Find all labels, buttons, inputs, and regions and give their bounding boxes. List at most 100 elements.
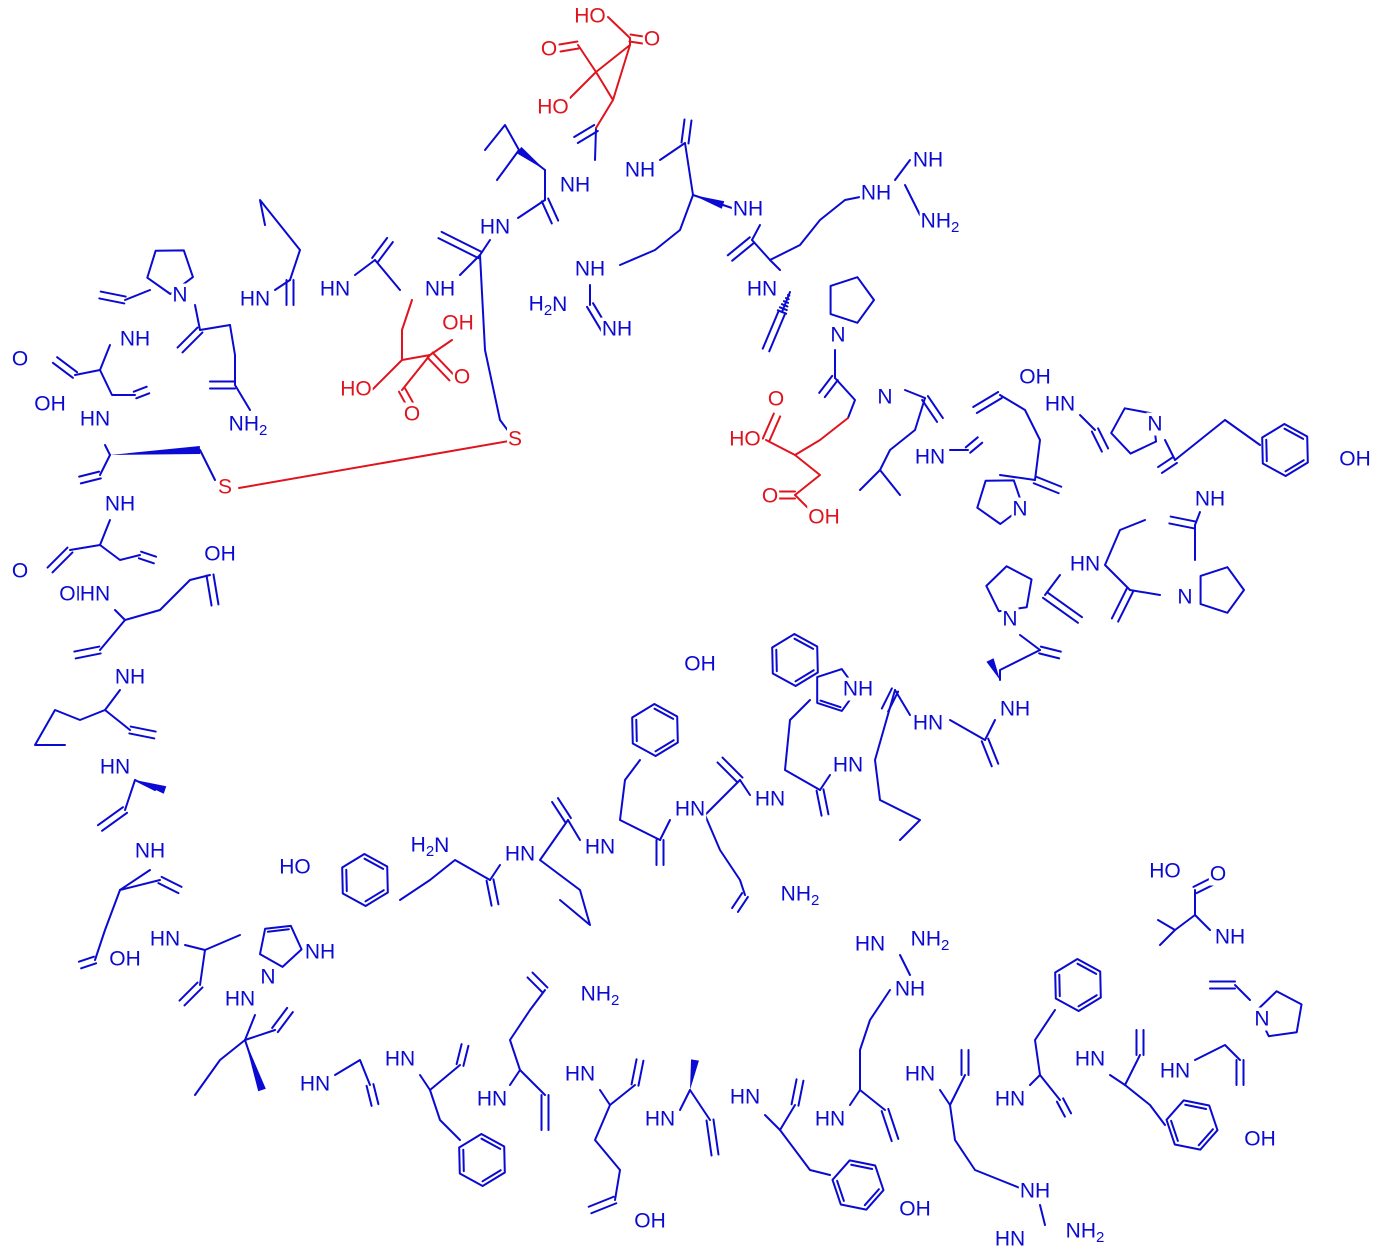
bond xyxy=(999,474,1036,481)
bond xyxy=(659,819,671,841)
bond xyxy=(1046,591,1084,619)
stereo-hash-bond xyxy=(782,300,790,304)
bond xyxy=(199,449,216,481)
bond xyxy=(629,33,645,38)
l25-side-chain xyxy=(259,199,301,281)
stereo-hash-bond xyxy=(778,306,788,312)
label-knockout xyxy=(876,385,894,409)
bond xyxy=(712,1118,720,1156)
label-knockout xyxy=(1193,487,1227,511)
label-knockout xyxy=(909,927,951,954)
sulfur-atom: S xyxy=(508,428,522,451)
bond xyxy=(761,309,780,350)
carbonyl-oxygen: O xyxy=(454,366,470,389)
label-knockout xyxy=(78,582,112,606)
label-knockout xyxy=(223,987,257,1011)
bond xyxy=(517,199,546,219)
bond xyxy=(765,439,796,456)
bond xyxy=(276,1011,294,1034)
bond xyxy=(99,454,111,476)
label-knockout xyxy=(409,833,451,860)
hydroxyl: HO xyxy=(574,5,606,28)
hydroxyl: HO xyxy=(537,96,569,119)
bond xyxy=(354,259,376,276)
guanidine-imine: HN xyxy=(995,1228,1025,1251)
aromatic-double-bond xyxy=(481,1169,502,1183)
bond xyxy=(1157,919,1176,931)
label-knockout xyxy=(536,95,570,119)
bond xyxy=(440,230,483,253)
aromatic-double-bond xyxy=(1283,427,1305,440)
label-knockout xyxy=(78,407,112,431)
bond xyxy=(178,981,199,1002)
label-knockout xyxy=(558,173,592,197)
bond xyxy=(904,184,921,216)
bond xyxy=(78,470,101,478)
amide-nh: HN xyxy=(585,836,615,859)
label-knockout xyxy=(573,4,607,28)
proline-n: N xyxy=(1012,498,1027,521)
aromatic-double-bond xyxy=(266,928,290,933)
bond xyxy=(1039,1204,1046,1226)
bond xyxy=(1168,522,1196,530)
e31-side-chain xyxy=(114,574,211,621)
bond xyxy=(489,864,501,881)
bond xyxy=(558,40,579,46)
l16-side-chain xyxy=(859,397,926,491)
gla24-side-chain xyxy=(401,299,431,391)
hydroxyl: OH xyxy=(34,393,66,416)
bond xyxy=(134,779,156,791)
aromatic-double-bond xyxy=(654,739,675,753)
amide-nh: N xyxy=(877,386,892,409)
hydroxyl: OH xyxy=(1244,1128,1276,1151)
atom-labels: HOOOHOOHOHOOOHOOOHSSHNNHNHNHNHH2NNHNHNHN… xyxy=(10,4,1372,1251)
label-knockout xyxy=(745,277,779,301)
amide-nh: HN xyxy=(300,1073,330,1096)
label-knockout xyxy=(841,677,875,701)
carbonyl-oxygen: O xyxy=(1210,863,1226,886)
label-knockout xyxy=(1068,552,1102,576)
bond xyxy=(1090,430,1103,453)
label-knockout xyxy=(643,1107,677,1131)
p15-ring xyxy=(976,479,1024,525)
label-knockout xyxy=(1158,1059,1192,1083)
label-knockout xyxy=(766,387,786,411)
amide-nh: HN xyxy=(240,288,270,311)
amide-nh: HN xyxy=(1045,393,1075,416)
guanidine-nh: NH xyxy=(895,978,925,1001)
label-knockout xyxy=(903,1062,937,1086)
stereo-wedge-bond xyxy=(135,780,167,794)
indole-nh: NH xyxy=(843,678,873,701)
bond xyxy=(46,546,69,569)
bond xyxy=(1032,482,1060,495)
bond xyxy=(365,1084,373,1107)
gla17-side-chain xyxy=(794,417,849,496)
modified-residue-bonds xyxy=(238,16,849,519)
bond xyxy=(74,652,102,660)
y12-side-chain xyxy=(1174,419,1226,461)
c23-side-chain xyxy=(479,254,516,441)
y3-side-chain xyxy=(619,759,661,841)
label-knockout xyxy=(673,797,707,821)
bond xyxy=(137,557,155,565)
bond xyxy=(426,356,451,382)
bond xyxy=(587,1195,615,1208)
w5-side-chain xyxy=(784,699,821,791)
label-knockout xyxy=(441,311,475,335)
bond xyxy=(99,369,136,396)
bond xyxy=(160,875,183,888)
bond xyxy=(949,1074,966,1106)
aromatic-double-bond xyxy=(1284,459,1305,473)
amide-nh: HN xyxy=(915,446,945,469)
amide-nh: HN xyxy=(1070,553,1100,576)
bond xyxy=(199,949,206,986)
amide-nh: NH xyxy=(120,328,150,351)
label-knockout xyxy=(203,542,237,566)
guanidine-nh: NH xyxy=(575,258,605,281)
aromatic-double-bond xyxy=(1170,1119,1179,1142)
guanidine-nh2: NH2 xyxy=(1066,1220,1105,1246)
bond xyxy=(768,312,787,353)
label-knockout xyxy=(171,283,189,307)
stereo-hash-bond xyxy=(776,309,788,315)
amide-nh: HN xyxy=(730,1086,760,1109)
